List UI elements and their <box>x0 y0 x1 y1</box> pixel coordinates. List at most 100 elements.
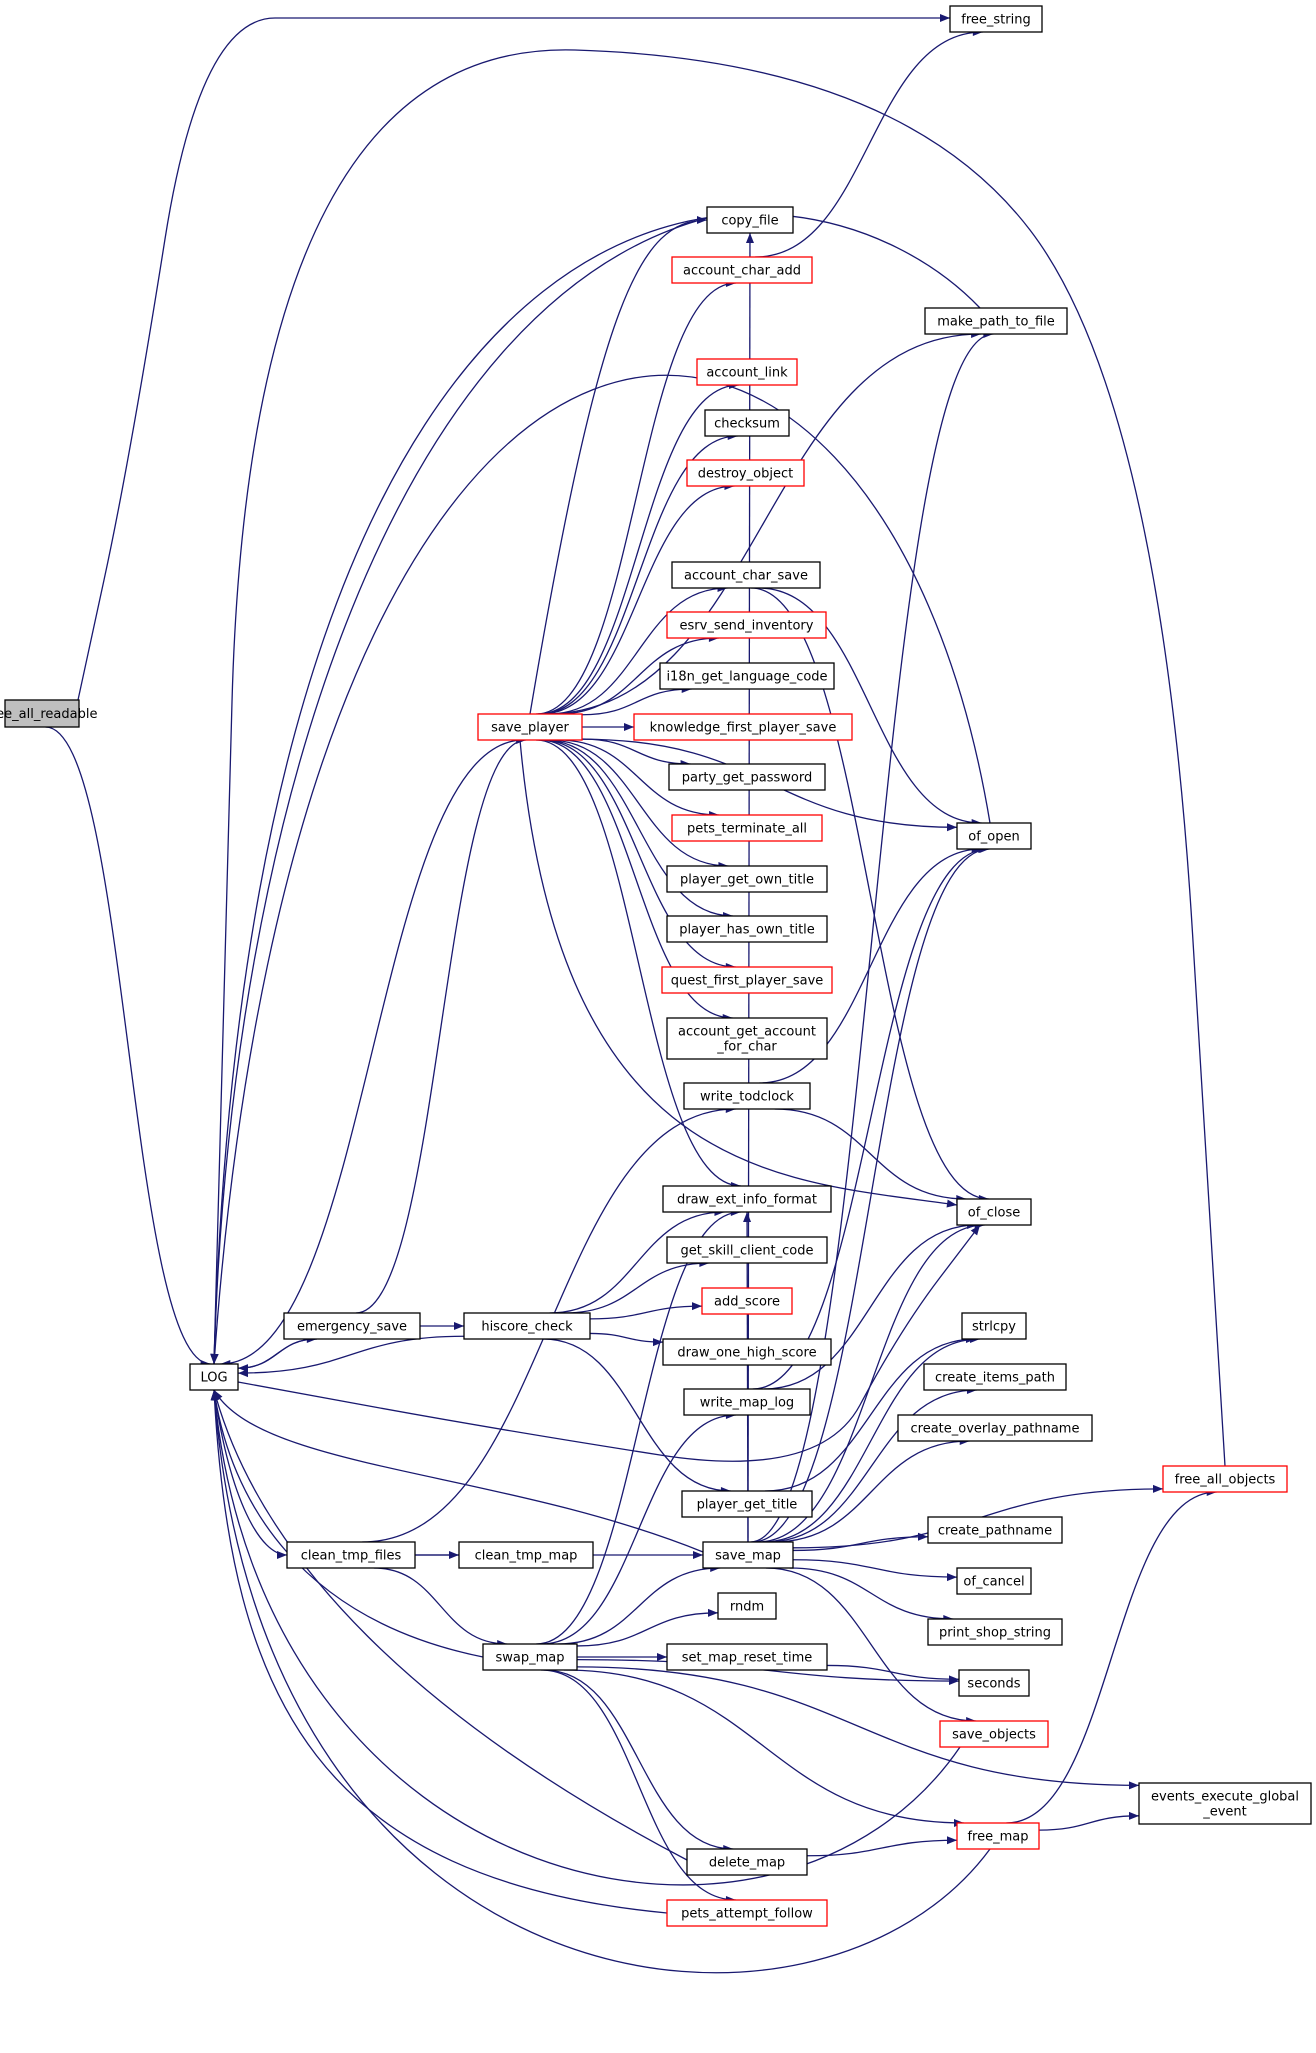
node-save-map[interactable]: save_map <box>702 1541 794 1569</box>
edge-save_map-to-print_shop_string <box>789 1567 954 1620</box>
edge-swap_map-to-events_execute_global_event-arrowhead <box>1129 1781 1139 1790</box>
node-set-map-reset-time[interactable]: set_map_reset_time <box>666 1643 828 1671</box>
node-add-score[interactable]: add_score <box>701 1287 793 1315</box>
node-free-string[interactable]: free_string <box>949 5 1043 33</box>
node-pets-attempt-follow[interactable]: pets_attempt_follow <box>666 1899 828 1927</box>
node-checksum[interactable]: checksum <box>704 409 790 437</box>
node-copy-file[interactable]: copy_file <box>706 206 794 234</box>
node-knowledge-first-player-save[interactable]: knowledge_first_player_save <box>633 713 853 741</box>
edge-save_player-to-destroy_object <box>541 485 735 715</box>
node-create-overlay-pathname[interactable]: create_overlay_pathname <box>897 1414 1093 1442</box>
edge-swap_map-to-pets_attempt_follow <box>541 1669 736 1901</box>
node-box <box>956 1822 1040 1850</box>
node-account-get-account-for-char[interactable]: account_get_account_for_char <box>666 1017 828 1060</box>
node-quest-first-player-save[interactable]: quest_first_player_save <box>661 966 833 994</box>
edge-hiscore_check-to-add_score-arrowhead <box>692 1302 702 1311</box>
node-player-get-own-title[interactable]: player_get_own_title <box>666 865 828 893</box>
edge-swap_map-to-draw_ext_info_format <box>536 1211 741 1645</box>
edge-save_player-to-account_link <box>537 384 740 715</box>
node-label: checksum <box>714 417 780 432</box>
node-strlcpy[interactable]: strlcpy <box>961 1312 1027 1340</box>
edge-save_map-to-copy_file-arrowhead <box>745 233 754 244</box>
node-create-pathname[interactable]: create_pathname <box>927 1516 1063 1544</box>
edge-free_all_readable-to-free_string-arrowhead <box>940 14 950 22</box>
node-LOG[interactable]: LOG <box>189 1363 239 1391</box>
node-write-map-log[interactable]: write_map_log <box>683 1388 811 1416</box>
node-box <box>681 1490 813 1518</box>
node-destroy-object[interactable]: destroy_object <box>686 459 805 487</box>
edge-save_player-to-copy_file <box>529 219 708 715</box>
node-label: account_char_save <box>684 569 808 584</box>
node-account-char-save[interactable]: account_char_save <box>671 561 821 589</box>
edge-save_player-to-account_char_save <box>548 587 728 715</box>
node-label: hiscore_check <box>481 1320 573 1335</box>
edges-layer <box>45 14 1226 1974</box>
edge-LOG-to-emergency_save <box>237 1338 317 1369</box>
edge-hiscore_check-to-draw_ext_info_format <box>549 1211 725 1314</box>
node-get-skill-client-code[interactable]: get_skill_client_code <box>666 1236 828 1264</box>
node-label: events_execute_global <box>1151 1790 1299 1805</box>
edge-set_map_reset_time-to-seconds <box>826 1664 960 1680</box>
node-pets-terminate-all[interactable]: pets_terminate_all <box>671 814 823 842</box>
edge-free_all_objects-to-LOG <box>213 49 1226 1467</box>
node-box <box>949 5 1043 33</box>
node-label: save_map <box>715 1549 781 1564</box>
node-box <box>633 713 853 741</box>
node-clean-tmp-files[interactable]: clean_tmp_files <box>286 1541 416 1569</box>
node-save-objects[interactable]: save_objects <box>939 1720 1049 1748</box>
edge-LOG-to-clean_tmp_files <box>213 1389 288 1556</box>
node-box <box>668 763 826 791</box>
node-swap-map[interactable]: swap_map <box>482 1643 578 1671</box>
node-box <box>463 1312 591 1340</box>
node-box <box>671 561 821 589</box>
node-account-link[interactable]: account_link <box>696 358 798 386</box>
node-box <box>666 915 828 943</box>
node-of-close[interactable]: of_close <box>956 1198 1032 1226</box>
edge-of_open-to-LOG <box>213 374 991 1365</box>
node-emergency-save[interactable]: emergency_save <box>283 1312 421 1340</box>
node-i18n-get-language-code[interactable]: i18n_get_language_code <box>659 662 835 690</box>
node-box <box>1162 1465 1288 1493</box>
node-print-shop-string[interactable]: print_shop_string <box>927 1618 1063 1646</box>
edge-free_all_readable-to-free_string <box>77 17 950 701</box>
node-label: write_todclock <box>700 1090 794 1105</box>
node-free-all-objects[interactable]: free_all_objects <box>1162 1465 1288 1493</box>
node-events-execute-global-event[interactable]: events_execute_global_event <box>1138 1782 1312 1825</box>
node-label: of_cancel <box>963 1575 1024 1590</box>
node-label: i18n_get_language_code <box>666 670 827 685</box>
node-player-get-title[interactable]: player_get_title <box>681 1490 813 1518</box>
node-create-items-path[interactable]: create_items_path <box>923 1363 1067 1391</box>
node-save-player[interactable]: save_player <box>477 713 583 741</box>
node-label: pets_attempt_follow <box>681 1907 813 1922</box>
edge-delete_map-to-LOG <box>213 1389 688 1861</box>
node-party-get-password[interactable]: party_get_password <box>668 763 826 791</box>
edge-hiscore_check-to-LOG <box>237 1335 465 1374</box>
node-box <box>189 1363 239 1391</box>
edge-save_player-to-knowledge_first_player_save-arrowhead <box>624 723 634 731</box>
node-hiscore-check[interactable]: hiscore_check <box>463 1312 591 1340</box>
node-label: _for_char <box>716 1040 777 1055</box>
node-label: account_link <box>706 366 788 381</box>
edge-save_player-to-of_open-arrowhead <box>947 823 957 832</box>
node-draw-one-high-score[interactable]: draw_one_high_score <box>662 1338 832 1366</box>
node-rndm[interactable]: rndm <box>717 1592 777 1620</box>
node-box <box>704 409 790 437</box>
node-delete-map[interactable]: delete_map <box>686 1848 808 1876</box>
node-draw-ext-info-format[interactable]: draw_ext_info_format <box>662 1185 832 1213</box>
node-label: quest_first_player_save <box>671 974 824 989</box>
node-clean-tmp-map[interactable]: clean_tmp_map <box>458 1541 594 1569</box>
node-write-todclock[interactable]: write_todclock <box>683 1082 811 1110</box>
node-make-path-to-file[interactable]: make_path_to_file <box>924 307 1068 335</box>
node-free-all-readable[interactable]: free_all_readable <box>0 699 97 728</box>
node-box <box>897 1414 1093 1442</box>
node-esrv-send-inventory[interactable]: esrv_send_inventory <box>666 611 827 639</box>
node-seconds[interactable]: seconds <box>958 1669 1030 1697</box>
node-player-has-own-title[interactable]: player_has_own_title <box>666 915 828 943</box>
node-free-map[interactable]: free_map <box>956 1822 1040 1850</box>
node-of-open[interactable]: of_open <box>956 822 1032 850</box>
node-label: clean_tmp_map <box>475 1549 578 1564</box>
node-of-cancel[interactable]: of_cancel <box>956 1567 1032 1595</box>
node-account-char-add[interactable]: account_char_add <box>671 256 813 284</box>
node-label: create_pathname <box>938 1524 1052 1539</box>
node-box <box>702 1541 794 1569</box>
